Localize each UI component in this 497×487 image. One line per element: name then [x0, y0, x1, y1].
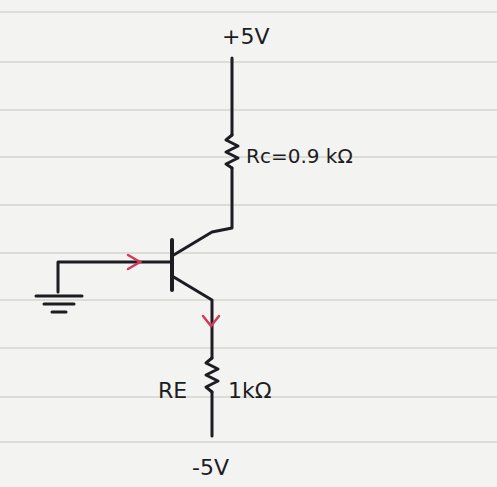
wire: [172, 168, 232, 256]
current-arrow: [128, 255, 140, 269]
supply-voltage: -5V: [192, 457, 229, 479]
supply-voltage: +5V: [222, 26, 269, 48]
current-arrow: [203, 316, 219, 326]
resistor-value: 1kΩ: [228, 380, 272, 402]
resistor-value: Rc=0.9 kΩ: [246, 146, 353, 166]
ground-symbol: [36, 296, 82, 312]
resistor-symbol: [226, 135, 238, 168]
wire: [231, 58, 234, 135]
wire: [211, 392, 214, 436]
wire: [58, 262, 172, 292]
wire: [172, 276, 212, 358]
transistor-base: [170, 240, 174, 290]
paper-rules: [0, 12, 497, 442]
resistor-symbol: [206, 358, 218, 392]
resistor-name: RE: [158, 380, 187, 402]
